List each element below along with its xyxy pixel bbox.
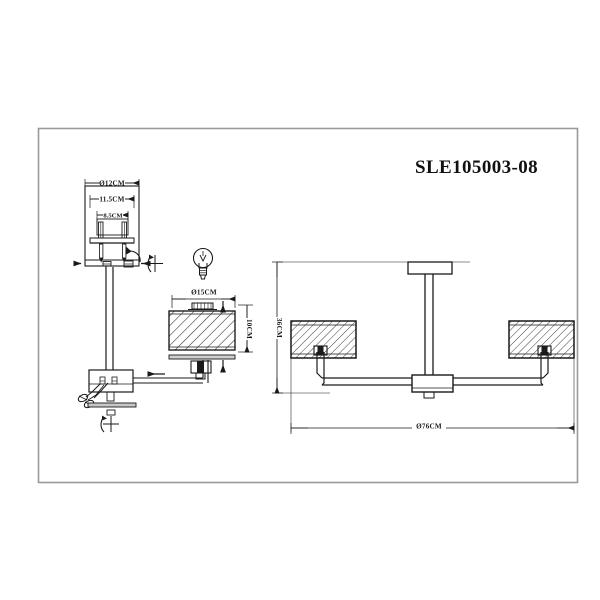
shade-bottom-plate [168, 354, 236, 360]
mount-inner-plate [96, 218, 129, 236]
mount-body-outline [84, 185, 140, 267]
base-plate [87, 402, 137, 408]
shade-socket-top [191, 302, 214, 310]
assembly-shade-right [508, 320, 575, 359]
hub-collar [106, 391, 115, 402]
full-assembly-elevation: 36CM Ø76CM [272, 261, 575, 434]
shade-socket-bottom [190, 360, 212, 380]
dimension-label-assembly-height: 36CM [275, 318, 283, 338]
dimension-shade-diameter: Ø15CM [171, 286, 236, 308]
assembly-hub-cap [423, 391, 435, 399]
dimension-mount-plate-width: 11.5CM [89, 193, 135, 208]
product-code-label: SLE105003-08 [415, 157, 539, 178]
assembly-hub [411, 374, 454, 393]
dimension-assembly-width: Ø76CM [290, 420, 575, 434]
dimension-label-shade-diameter: Ø15CM [191, 289, 217, 297]
dimension-label-mount-screw-spacing: 8.5CM [103, 213, 123, 220]
assembly-shade-left [290, 320, 357, 359]
dimension-label-assembly-width: Ø76CM [416, 423, 442, 431]
assembly-arm-left [316, 352, 412, 386]
base-fitting [106, 409, 116, 416]
rotation-symbol-lower [100, 415, 119, 433]
ceiling-canopy [407, 261, 453, 275]
shade-body [168, 310, 236, 351]
dimension-shade-height: 10CM [238, 304, 253, 353]
assembly-arm-right [453, 352, 549, 386]
drawing-border [37, 127, 579, 484]
ceiling-mount-detail: Ø12CM 11.5CM 8.5C [73, 177, 209, 433]
dimension-assembly-height: 36CM [272, 261, 283, 394]
arm-horizontal-left-view [133, 360, 209, 384]
fastener-cluster [77, 376, 118, 409]
dimension-label-mount-outer-diameter: Ø12CM [99, 180, 125, 188]
dimension-mount-outer-diameter: Ø12CM [84, 177, 140, 192]
dimension-label-mount-plate-width: 11.5CM [99, 196, 124, 204]
mount-crossbar [89, 237, 135, 244]
lamp-shade-detail: Ø15CM [168, 247, 253, 380]
bulb-icon [192, 247, 214, 280]
rotation-symbol-upper [147, 254, 163, 273]
dimension-label-shade-height: 10CM [245, 319, 253, 339]
